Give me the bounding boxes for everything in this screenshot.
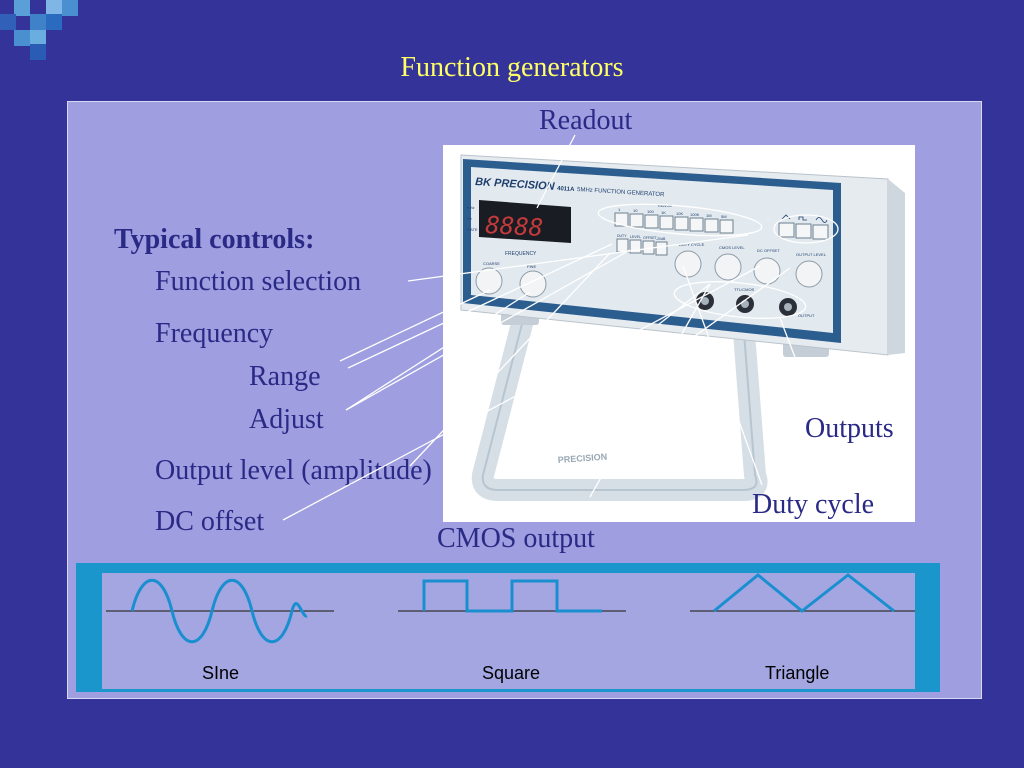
led-readout: 8888	[485, 211, 544, 242]
triangle-label: Triangle	[765, 663, 830, 683]
svg-text:Hz: Hz	[467, 216, 472, 221]
svg-text:10: 10	[633, 208, 638, 213]
sine-label: SIne	[202, 663, 240, 683]
svg-text:1M: 1M	[706, 213, 712, 218]
waveforms-drawing	[106, 573, 918, 643]
device-description: 5MHz FUNCTION GENERATOR	[577, 187, 665, 198]
square-wave	[422, 579, 602, 613]
svg-text:1K: 1K	[661, 210, 666, 215]
led-display	[479, 200, 571, 243]
svg-text:100K: 100K	[690, 212, 700, 217]
triangle-wave	[713, 573, 895, 613]
svg-text:COARSE: COARSE	[483, 261, 500, 266]
svg-text:DC OFFSET: DC OFFSET	[757, 248, 780, 253]
svg-text:LEVEL: LEVEL	[630, 235, 641, 239]
slide-title: Function generators	[400, 52, 624, 83]
controls-heading: Typical controls:	[114, 224, 315, 255]
control-dc-offset: DC offset	[155, 506, 265, 537]
waveforms-strip: SIne Square Triangle	[76, 563, 940, 692]
svg-text:FREQUENCY: FREQUENCY	[505, 251, 537, 257]
callout-readout: Readout	[539, 105, 633, 136]
svg-text:10K: 10K	[676, 211, 683, 216]
function-generator-drawing: PRECISION BK PRECISION 4011A 5MHz FUNCTI…	[460, 154, 905, 501]
svg-text:CMOS LEVEL: CMOS LEVEL	[719, 245, 745, 250]
control-function-selection: Function selection	[155, 266, 362, 297]
waveforms-panel: SIne Square Triangle	[102, 573, 918, 689]
control-frequency: Frequency	[155, 318, 274, 349]
square-label: Square	[482, 663, 541, 683]
corner-decoration	[0, 0, 90, 60]
device-model: 4011A	[557, 186, 575, 193]
callout-outputs: Outputs	[805, 413, 894, 444]
svg-text:DUTY CYCLE: DUTY CYCLE	[679, 242, 705, 247]
svg-text:GATE: GATE	[467, 227, 478, 232]
function-generator-image: PRECISION BK PRECISION 4011A 5MHz FUNCTI…	[443, 145, 915, 522]
svg-text:5M: 5M	[721, 214, 727, 219]
svg-text:OUTPUT: OUTPUT	[798, 313, 815, 318]
sine-wave	[130, 579, 308, 643]
svg-text:TTL/CMOS: TTL/CMOS	[734, 287, 755, 292]
svg-text:OUTPUT LEVEL: OUTPUT LEVEL	[796, 252, 827, 257]
svg-text:-20dB: -20dB	[656, 237, 666, 241]
control-output-level: Output level (amplitude)	[155, 455, 432, 486]
device-brand: BK PRECISION	[475, 176, 556, 193]
callout-duty-cycle: Duty cycle	[752, 489, 875, 520]
callout-cmos-output: CMOS output	[437, 523, 595, 554]
svg-text:100: 100	[647, 209, 654, 214]
svg-text:FINE: FINE	[527, 264, 536, 269]
control-adjust: Adjust	[249, 404, 324, 435]
svg-text:RANGE: RANGE	[658, 203, 673, 208]
stand-brand-text: PRECISION	[557, 452, 607, 465]
control-range: Range	[249, 361, 321, 392]
svg-text:KHz: KHz	[467, 205, 475, 210]
svg-text:DUTY: DUTY	[617, 234, 627, 238]
